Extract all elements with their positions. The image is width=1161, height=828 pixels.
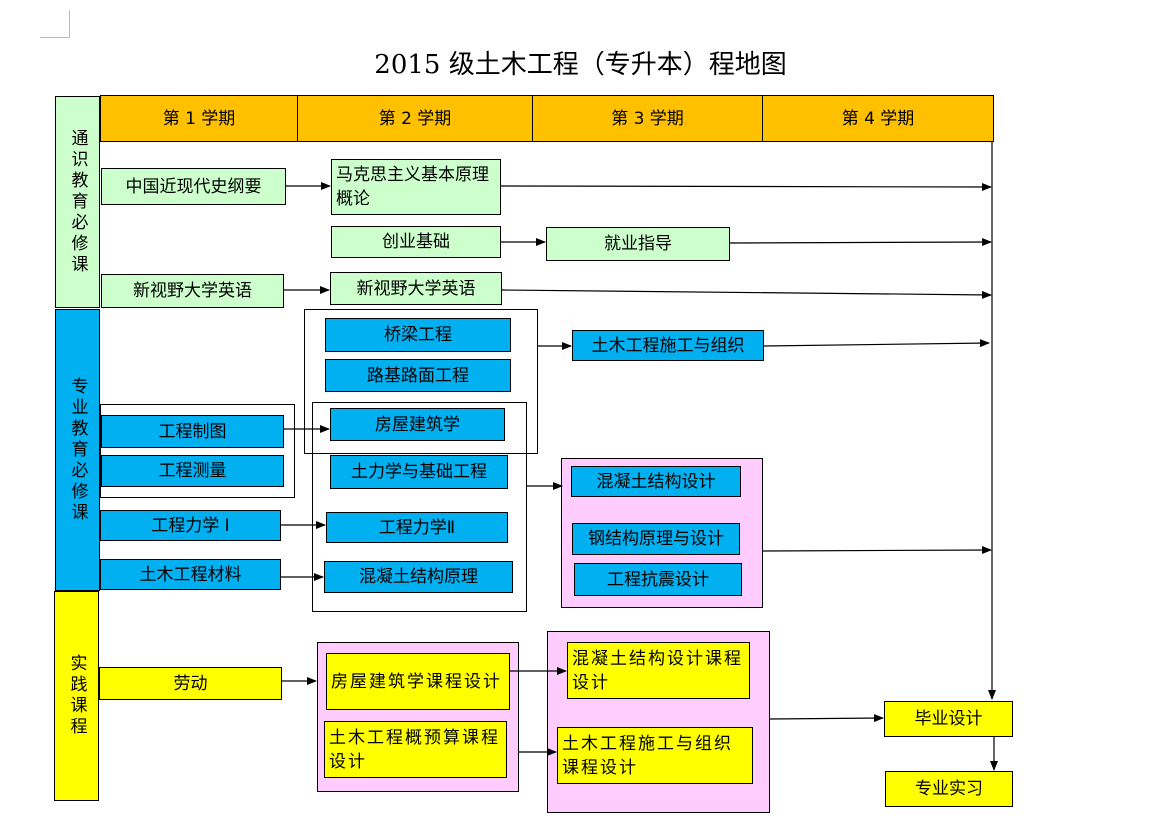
course-steel: 钢结构原理与设计 (572, 523, 740, 555)
course-startup: 创业基础 (331, 226, 501, 258)
semester-3-header: 第 3 学期 (532, 95, 763, 142)
course-seismic: 工程抗震设计 (574, 563, 742, 596)
course-english-2: 新视野大学英语 (330, 272, 502, 305)
group-frame-semester2-lower (312, 402, 527, 612)
arrow-structure-end (762, 546, 992, 555)
arrow-english2-end (501, 289, 992, 299)
graduation-design: 毕业设计 (884, 701, 1013, 737)
course-employment: 就业指导 (546, 227, 730, 261)
arrow-projects-graduation (769, 714, 884, 723)
course-budget-project: 土木工程概预算课程设计 (324, 721, 507, 778)
course-concrete-project: 混凝土结构设计课程设计 (567, 642, 750, 699)
course-architecture: 房屋建筑学 (330, 408, 505, 441)
arrow-construction-end (763, 339, 990, 348)
semester-1-header: 第 1 学期 (100, 95, 298, 142)
course-materials: 土木工程材料 (100, 559, 281, 590)
category-practice: 实践课程 (54, 591, 99, 801)
course-history: 中国近现代史纲要 (101, 168, 286, 205)
arrow-employment-end (729, 238, 992, 247)
course-labor: 劳动 (99, 667, 282, 700)
page-corner-mark (40, 10, 70, 38)
course-surveying: 工程测量 (101, 455, 284, 487)
category-general: 通识教育必修课 (55, 96, 100, 308)
category-professional: 专业教育必修课 (55, 309, 100, 591)
course-mechanics-2: 工程力学Ⅱ (326, 512, 508, 543)
course-mechanics-1: 工程力学 I (100, 510, 281, 541)
course-marxism: 马克思主义基本原理概论 (331, 159, 501, 215)
course-roadbed: 路基路面工程 (325, 359, 511, 392)
semester-2-header: 第 2 学期 (297, 95, 533, 142)
course-english-1: 新视野大学英语 (101, 274, 284, 308)
group-frame-semester1 (100, 404, 295, 498)
arrow-marxism-end (500, 182, 992, 191)
course-soil: 土力学与基础工程 (330, 455, 508, 489)
course-drawing: 工程制图 (101, 415, 284, 448)
course-construction-org: 土木工程施工与组织 (572, 330, 764, 361)
course-concrete-principle: 混凝土结构原理 (324, 561, 513, 593)
semester-4-header: 第 4 学期 (762, 95, 994, 142)
page-title: 2015 级土木工程（专升本）程地图 (374, 50, 787, 80)
course-arch-project: 房屋建筑学课程设计 (326, 653, 510, 710)
internship: 专业实习 (885, 771, 1013, 807)
course-construction-project: 土木工程施工与组织课程设计 (557, 727, 753, 784)
course-concrete-design: 混凝土结构设计 (571, 466, 741, 497)
course-bridge: 桥梁工程 (325, 318, 511, 352)
group-frame-semester2-upper (304, 309, 538, 454)
